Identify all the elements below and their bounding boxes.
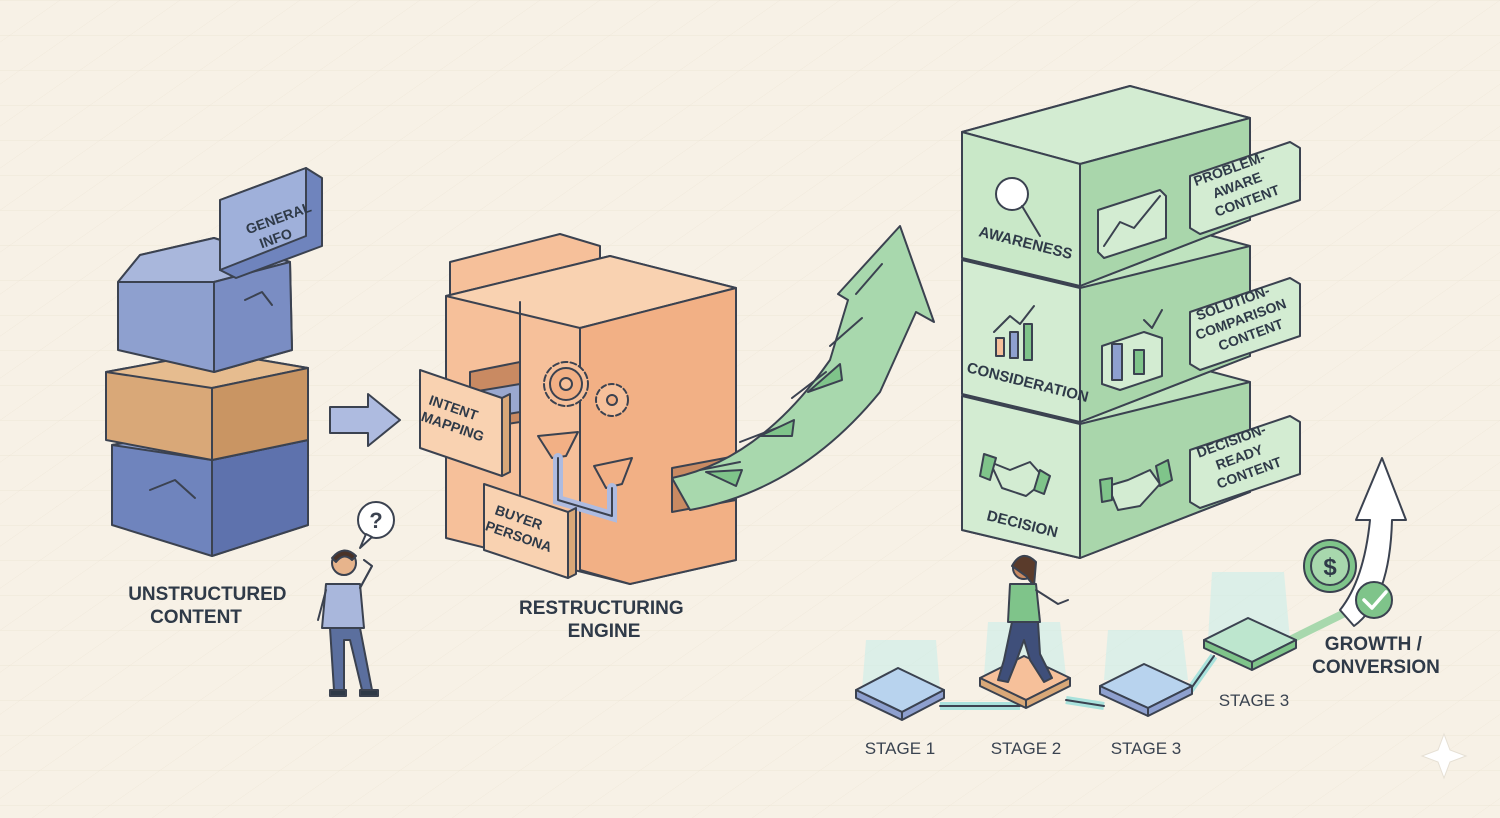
bar-chart-icon	[993, 305, 1035, 361]
growth-arrow	[671, 225, 935, 511]
growth-caption-line-2: CONVERSION	[1312, 657, 1440, 678]
stage-pad-1	[855, 667, 945, 721]
dollar-coin-icon: $	[1303, 539, 1357, 593]
engine-caption-line-1: RESTRUCTURING	[519, 598, 684, 619]
dollar-sign: $	[1323, 554, 1337, 581]
funnel-icon	[537, 431, 633, 523]
stage-pad-3	[1099, 663, 1193, 717]
gear-icon	[543, 361, 629, 417]
svg-text:GROWTH / CONVERSION: GROWTH / CONVERSION	[1312, 634, 1440, 678]
stage-label-3: STAGE 3	[1111, 739, 1182, 758]
buyer-persona-tag: BUYER PERSONA	[483, 483, 577, 579]
stage-pad-4	[1203, 617, 1297, 671]
intent-mapping-tag: INTENT MAPPING	[419, 369, 511, 477]
engine-caption-line-2: ENGINE	[568, 621, 641, 642]
stage-label-2: STAGE 2	[991, 739, 1062, 758]
magnifier-icon	[995, 177, 1041, 237]
confused-person: ?	[317, 501, 395, 697]
question-mark-icon: ?	[369, 508, 382, 533]
line-chart-icon	[1097, 189, 1167, 259]
unstructured-caption-line-1: UNSTRUCTURED	[128, 584, 286, 605]
handshake-icon	[979, 453, 1051, 497]
funnel-stack: DECISION DECISION- READY CONTENT	[961, 85, 1301, 559]
flow-arrow-right	[329, 393, 401, 447]
unstructured-content-group: GENERAL INFO UNSTRUCTURED CONTENT	[105, 167, 323, 628]
growth-caption-line-1: GROWTH /	[1325, 634, 1423, 655]
svg-text:UNSTRUCTURED CONTENT: UNSTRUCTURED CONTENT	[128, 584, 292, 628]
checkmark-badge-icon	[1355, 581, 1393, 619]
stage-label-4: STAGE 3	[1219, 691, 1290, 710]
thought-bubble	[357, 501, 395, 539]
bar-check-icon	[1101, 309, 1163, 391]
restructuring-engine-group: INTENT MAPPING BUYER PERSONA RESTRUCTURI…	[419, 233, 737, 642]
walking-person	[997, 555, 1069, 683]
sparkle-icon	[1420, 732, 1468, 780]
svg-text:RESTRUCTURING ENGINE: RESTRUCTURING ENGINE	[519, 598, 689, 642]
journey-path: $ STAGE 1 STAGE 2 STAGE 3 STAGE 3 GROWTH…	[855, 457, 1440, 758]
rock-block-middle	[105, 351, 309, 461]
funnel-stage-awareness: AWARENESS PROBLEM- AWARE CONTENT	[961, 85, 1301, 287]
unstructured-caption-line-2: CONTENT	[150, 607, 242, 628]
general-info-tag: GENERAL INFO	[219, 167, 323, 279]
stage-label-1: STAGE 1	[865, 739, 936, 758]
handshake-icon	[1099, 459, 1173, 511]
